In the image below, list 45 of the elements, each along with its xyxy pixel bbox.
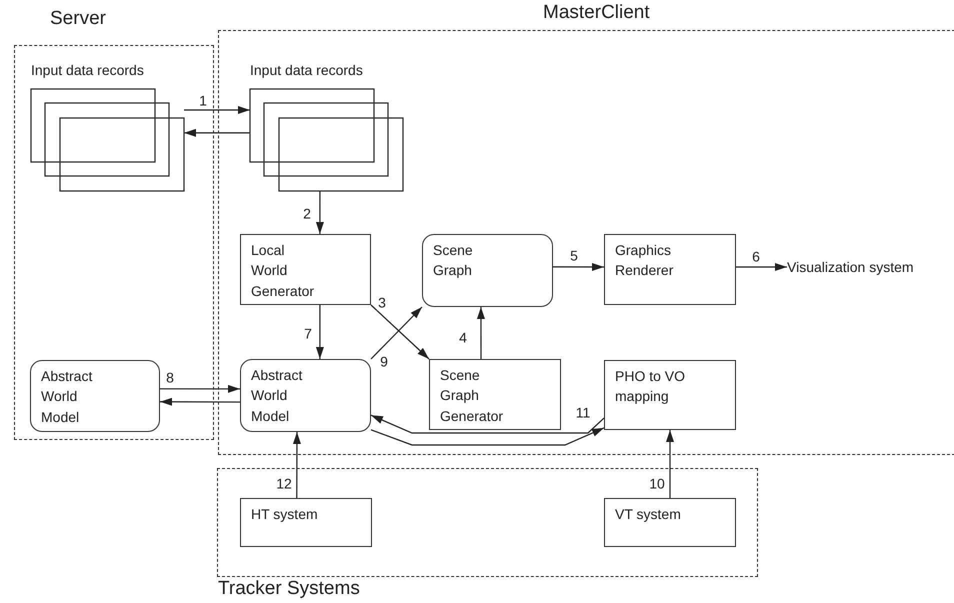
- group-title: Server: [50, 8, 106, 31]
- group-title: Tracker Systems: [218, 578, 360, 601]
- edge-label: 9: [379, 354, 389, 370]
- box-text: Graphics Renderer: [615, 241, 674, 280]
- group-title: MasterClient: [543, 2, 650, 25]
- arrow: [184, 128, 250, 137]
- box-text: Abstract World Model: [251, 366, 304, 426]
- arrow: [370, 306, 422, 360]
- records-label: Input data records: [31, 62, 144, 78]
- box-text: PHO to VO mapping: [615, 367, 686, 406]
- arrow: [666, 430, 674, 498]
- arrow: [160, 398, 240, 406]
- arrow: [184, 106, 250, 114]
- rounded-process-box: [240, 359, 371, 432]
- edge-label: 5: [569, 248, 579, 264]
- process-box: [604, 360, 736, 430]
- edge-label: 3: [377, 295, 387, 311]
- rounded-process-box: [422, 234, 553, 307]
- box-text: Scene Graph: [433, 241, 474, 280]
- arrow: [553, 262, 604, 271]
- arrow: [370, 427, 604, 446]
- output-label: Visualization system: [787, 256, 947, 278]
- box-text: Scene Graph Generator: [440, 366, 504, 426]
- box-text: VT system: [615, 505, 682, 524]
- arrow: [292, 432, 301, 498]
- arrow: [316, 191, 324, 234]
- arrow: [370, 414, 604, 434]
- rounded-process-box: [30, 360, 160, 432]
- edge-label: 10: [648, 476, 666, 492]
- edge-label: 8: [165, 370, 175, 386]
- arrow: [476, 307, 485, 359]
- process-box: [604, 234, 736, 305]
- arrow: [160, 384, 240, 393]
- arrow: [736, 263, 787, 271]
- edge-label: 6: [751, 249, 761, 265]
- records-label: Input data records: [250, 62, 363, 78]
- process-box: [240, 234, 371, 305]
- box-text: HT system: [251, 505, 319, 524]
- process-box: [240, 498, 372, 547]
- arrow: [316, 305, 324, 359]
- arrow: [370, 304, 430, 360]
- box-text: Abstract World Model: [41, 367, 94, 427]
- process-box: [604, 498, 736, 547]
- box-text: Local World Generator: [251, 241, 316, 301]
- process-box: [429, 359, 561, 430]
